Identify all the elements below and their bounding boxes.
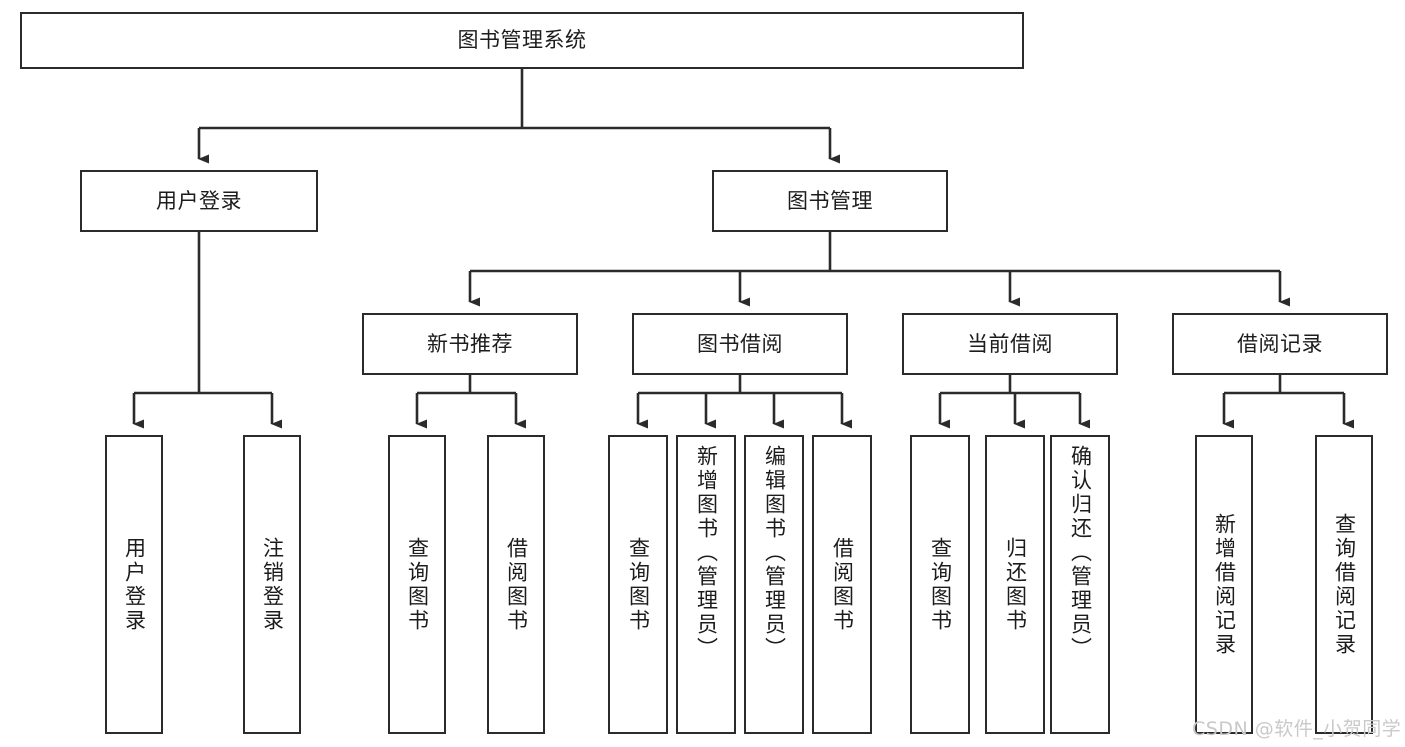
node-records[interactable]: 借阅记录 — [1172, 313, 1388, 375]
node-label: 注销登录 — [260, 536, 285, 633]
node-leaf-login-1[interactable]: 用户登录 — [105, 435, 163, 734]
node-leaf-borrow-4[interactable]: 借阅图书 — [812, 435, 872, 734]
node-label: 编辑图书（管理员） — [762, 445, 787, 661]
node-leaf-current-2[interactable]: 归还图书 — [985, 435, 1045, 734]
node-label: 查询借阅记录 — [1332, 512, 1357, 657]
node-label: 新增图书（管理员） — [694, 445, 719, 661]
node-label: 新增借阅记录 — [1212, 512, 1237, 657]
node-label: 图书管理 — [787, 188, 873, 213]
node-leaf-login-2[interactable]: 注销登录 — [243, 435, 301, 734]
node-root[interactable]: 图书管理系统 — [20, 12, 1024, 69]
node-label: 查询图书 — [405, 536, 430, 633]
node-borrow[interactable]: 图书借阅 — [632, 313, 848, 375]
node-label: 借阅记录 — [1237, 331, 1323, 356]
node-label: 借阅图书 — [504, 536, 529, 633]
node-label: 用户登录 — [156, 188, 242, 213]
node-bookmgmt[interactable]: 图书管理 — [712, 170, 948, 232]
node-leaf-newbook-1[interactable]: 查询图书 — [388, 435, 446, 734]
node-leaf-current-3[interactable]: 确认归还（管理员） — [1050, 435, 1110, 734]
node-leaf-records-2[interactable]: 查询借阅记录 — [1315, 435, 1373, 734]
node-label: 查询图书 — [626, 536, 651, 633]
node-label: 借阅图书 — [830, 536, 855, 633]
node-label: 图书管理系统 — [457, 28, 587, 53]
node-leaf-newbook-2[interactable]: 借阅图书 — [487, 435, 545, 734]
node-current[interactable]: 当前借阅 — [902, 313, 1118, 375]
node-leaf-current-1[interactable]: 查询图书 — [910, 435, 970, 734]
node-leaf-borrow-1[interactable]: 查询图书 — [608, 435, 668, 734]
node-leaf-borrow-2[interactable]: 新增图书（管理员） — [676, 435, 736, 734]
node-leaf-records-1[interactable]: 新增借阅记录 — [1195, 435, 1253, 734]
node-label: 用户登录 — [122, 536, 147, 633]
node-label: 确认归还（管理员） — [1068, 445, 1093, 661]
node-label: 新书推荐 — [427, 331, 513, 356]
node-label: 当前借阅 — [967, 331, 1053, 356]
node-label: 查询图书 — [928, 536, 953, 633]
node-label: 图书借阅 — [697, 331, 783, 356]
node-login[interactable]: 用户登录 — [80, 170, 318, 232]
node-leaf-borrow-3[interactable]: 编辑图书（管理员） — [744, 435, 804, 734]
node-newbook[interactable]: 新书推荐 — [362, 313, 578, 375]
node-label: 归还图书 — [1003, 536, 1028, 633]
